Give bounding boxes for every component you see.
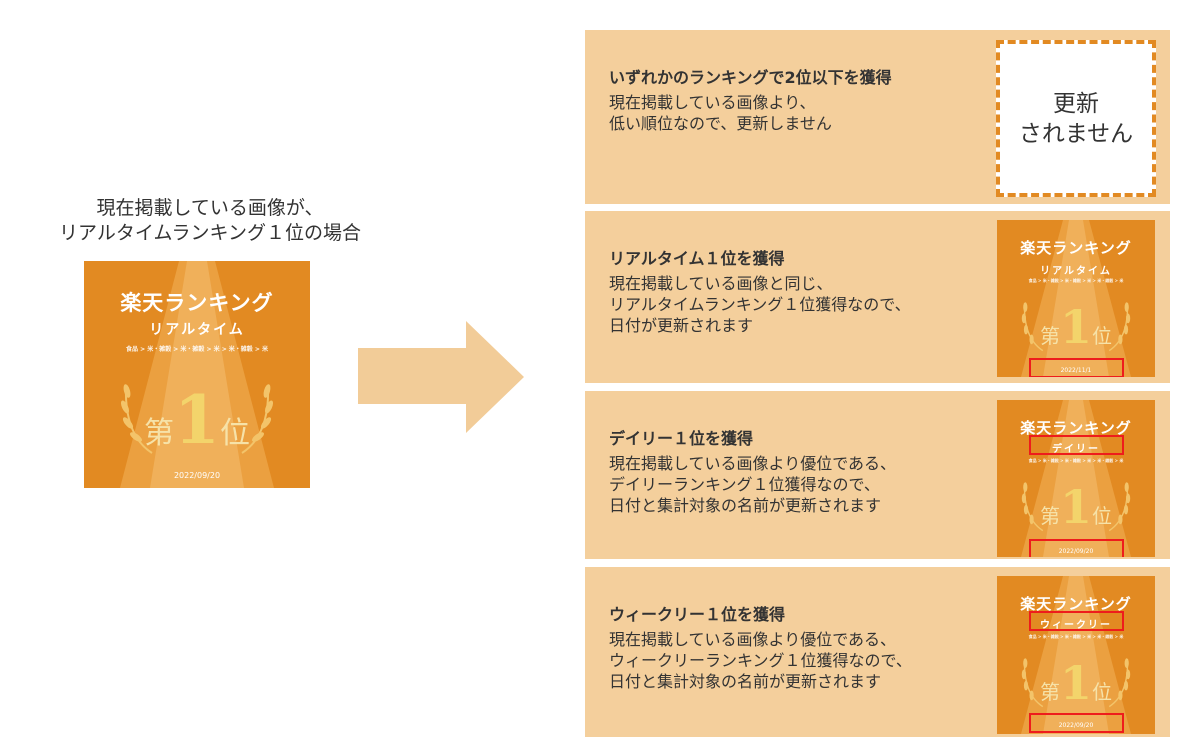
- panel-title: いずれかのランキングで2位以下を獲得: [609, 68, 892, 87]
- badge-subtitle: ウィークリー: [1040, 620, 1112, 631]
- badge-subtitle: デイリー: [1052, 444, 1100, 455]
- panel-realtime-first: リアルタイム１位を獲得 現在掲載している画像と同じ、 リアルタイムランキング１位…: [585, 211, 1170, 383]
- realtime-ranking-badge: 楽天ランキング リアルタイム 食品 > 米・雑穀 > 米・雑穀 > 米 > 米・…: [997, 220, 1155, 377]
- rank-suffix: 位: [1092, 680, 1112, 704]
- panel-description: 現在掲載している画像より優位である、 ウィークリーランキング１位獲得なので、 日…: [609, 629, 912, 692]
- desc-line: 日付と集計対象の名前が更新されます: [609, 496, 882, 515]
- rank-number: 1: [174, 381, 220, 459]
- panel-title: リアルタイム１位を獲得: [609, 249, 785, 268]
- current-ranking-badge: 楽天ランキング リアルタイム 食品 > 米・雑穀 > 米・雑穀 > 米 > 米・…: [84, 261, 310, 488]
- rank-number: 1: [1059, 300, 1092, 354]
- rank-prefix: 第: [1039, 680, 1060, 704]
- rank-prefix: 第: [1039, 504, 1060, 528]
- badge-title: 楽天ランキング: [120, 291, 274, 315]
- desc-line: ウィークリーランキング１位獲得なので、: [609, 651, 912, 670]
- badge-title: 楽天ランキング: [1020, 595, 1132, 613]
- current-image-caption: 現在掲載している画像が、 リアルタイムランキング１位の場合: [20, 196, 400, 246]
- no-update-line-2: されません: [1018, 120, 1134, 147]
- spotlight-beam: [1021, 576, 1131, 734]
- badge-category: 食品 > 米・雑穀 > 米・雑穀 > 米 > 米・雑穀 > 米: [1028, 278, 1124, 283]
- desc-line: 低い順位なので、更新しません: [609, 114, 832, 133]
- badge-rank: 第1位: [997, 300, 1155, 354]
- no-update-box: 更新 されません: [996, 40, 1156, 197]
- badge-category: 食品 > 米・雑穀 > 米・雑穀 > 米 > 米・雑穀 > 米: [125, 346, 269, 353]
- desc-line: リアルタイムランキング１位獲得なので、: [609, 295, 911, 314]
- desc-line: 現在掲載している画像より優位である、: [609, 454, 897, 473]
- badge-title: 楽天ランキング: [1020, 239, 1132, 257]
- caption-line-1: 現在掲載している画像が、: [96, 197, 324, 219]
- desc-line: 日付が更新されます: [609, 316, 754, 335]
- spotlight-beam: [120, 261, 274, 488]
- panel-rank-2-or-lower: いずれかのランキングで2位以下を獲得 現在掲載している画像より、 低い順位なので…: [585, 30, 1170, 204]
- laurel-right-icon: [1108, 302, 1131, 352]
- desc-line: 現在掲載している画像より優位である、: [609, 630, 897, 649]
- badge-title: 楽天ランキング: [1020, 419, 1132, 437]
- panel-description: 現在掲載している画像と同じ、 リアルタイムランキング１位獲得なので、 日付が更新…: [609, 273, 911, 336]
- subtitle-highlight-box: [1029, 611, 1124, 631]
- rank-suffix: 位: [219, 416, 250, 451]
- laurel-right-icon: [1108, 658, 1131, 708]
- spotlight-beam: [1021, 400, 1131, 557]
- rank-suffix: 位: [1092, 324, 1112, 348]
- date-highlight-box: [1029, 539, 1124, 557]
- badge-category: 食品 > 米・雑穀 > 米・雑穀 > 米 > 米・雑穀 > 米: [1028, 458, 1124, 463]
- weekly-ranking-badge: 楽天ランキング ウィークリー 食品 > 米・雑穀 > 米・雑穀 > 米 > 米・…: [997, 576, 1155, 734]
- badge-rank: 第1位: [997, 480, 1155, 534]
- date-highlight-box: [1029, 358, 1124, 377]
- spotlight-beam: [1021, 220, 1131, 377]
- badge-category: 食品 > 米・雑穀 > 米・雑穀 > 米 > 米・雑穀 > 米: [1028, 634, 1124, 639]
- badge-rank: 第1位: [997, 656, 1155, 710]
- rank-number: 1: [1059, 656, 1092, 710]
- badge-subtitle: リアルタイム: [149, 322, 245, 338]
- right-arrow-icon: [358, 321, 524, 433]
- laurel-left-icon: [1021, 658, 1044, 708]
- panel-description: 現在掲載している画像より優位である、 デイリーランキング１位獲得なので、 日付と…: [609, 453, 896, 516]
- panel-title: デイリー１位を獲得: [609, 429, 754, 448]
- badge-date: 2022/11/1: [1060, 367, 1092, 374]
- panel-daily-first: デイリー１位を獲得 現在掲載している画像より優位である、 デイリーランキング１位…: [585, 391, 1170, 559]
- badge-date: 2022/09/20: [1058, 722, 1094, 729]
- panel-title: ウィークリー１位を獲得: [609, 605, 786, 624]
- desc-line: 現在掲載している画像より、: [609, 93, 816, 112]
- laurel-right-icon: [1108, 482, 1131, 532]
- subtitle-highlight-box: [1029, 435, 1124, 455]
- panel-description: 現在掲載している画像より、 低い順位なので、更新しません: [609, 92, 832, 134]
- laurel-left-icon: [120, 384, 153, 454]
- badge-rank: 第1位: [84, 381, 310, 459]
- daily-ranking-badge: 楽天ランキング デイリー 食品 > 米・雑穀 > 米・雑穀 > 米 > 米・雑穀…: [997, 400, 1155, 557]
- badge-date: 2022/09/20: [173, 471, 221, 480]
- caption-line-2: リアルタイムランキング１位の場合: [59, 222, 361, 244]
- no-update-line-1: 更新: [1053, 90, 1099, 117]
- rank-prefix: 第: [1039, 324, 1060, 348]
- laurel-left-icon: [1021, 302, 1044, 352]
- date-highlight-box: [1029, 713, 1124, 733]
- desc-line: デイリーランキング１位獲得なので、: [609, 475, 880, 494]
- badge-date: 2022/09/20: [1058, 548, 1094, 555]
- laurel-left-icon: [1021, 482, 1044, 532]
- rank-suffix: 位: [1092, 504, 1112, 528]
- panel-weekly-first: ウィークリー１位を獲得 現在掲載している画像より優位である、 ウィークリーランキ…: [585, 567, 1170, 737]
- desc-line: 日付と集計対象の名前が更新されます: [609, 672, 882, 691]
- rank-number: 1: [1059, 480, 1092, 534]
- desc-line: 現在掲載している画像と同じ、: [609, 274, 833, 293]
- rank-prefix: 第: [144, 416, 175, 451]
- badge-subtitle: リアルタイム: [1040, 266, 1112, 277]
- laurel-right-icon: [241, 384, 274, 454]
